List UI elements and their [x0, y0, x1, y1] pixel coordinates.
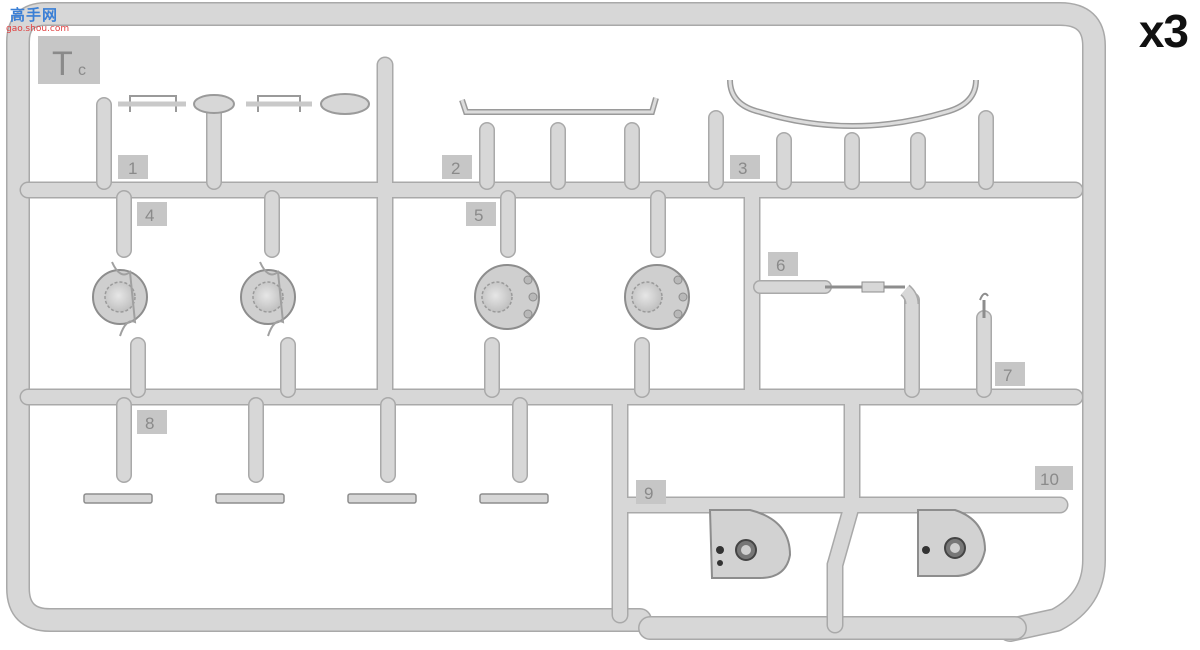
part-8-pins	[83, 493, 549, 504]
svg-text:3: 3	[738, 159, 747, 178]
part-9-block	[708, 509, 792, 579]
svg-text:2: 2	[451, 159, 460, 178]
svg-text:6: 6	[776, 256, 785, 275]
inner-runners	[19, 56, 1084, 634]
part-4-hub-right	[240, 261, 296, 337]
svg-text:10: 10	[1040, 470, 1059, 489]
part-tag-9: 9	[636, 480, 666, 504]
part-1-rods	[118, 93, 370, 115]
part-2-bar	[459, 97, 659, 115]
sprue-code-tab: T c	[38, 36, 100, 84]
part-3-bail	[727, 79, 979, 129]
svg-text:5: 5	[474, 206, 483, 225]
part-5-hub-left	[474, 264, 540, 330]
svg-text:T: T	[52, 45, 73, 83]
svg-text:7: 7	[1003, 366, 1012, 385]
watermark-title: 高手网	[10, 6, 59, 24]
svg-text:9: 9	[644, 484, 653, 503]
part-tag-8: 8	[137, 410, 167, 434]
quantity-label: x3	[1138, 5, 1189, 57]
part-tag-6: 6	[768, 252, 798, 276]
part-tag-2: 2	[442, 155, 472, 179]
watermark-url: gao.shou.com	[6, 24, 70, 34]
part-10-block	[917, 509, 987, 577]
svg-text:8: 8	[145, 414, 154, 433]
part-tag-3: 3	[730, 155, 760, 179]
part-number-tags: 1 2 3 4 5 6 7	[118, 155, 1073, 504]
part-tag-10: 10	[1035, 466, 1073, 490]
gate-stubs	[96, 97, 994, 483]
svg-text:c: c	[78, 62, 86, 79]
part-tag-1: 1	[118, 155, 148, 179]
part-tag-5: 5	[466, 202, 496, 226]
site-watermark-logo: 高手网 gao.shou.com	[6, 4, 76, 38]
part-tag-7: 7	[995, 362, 1025, 386]
part-4-hub-left	[92, 261, 148, 337]
part-tag-4: 4	[137, 202, 167, 226]
part-5-hub-right	[624, 264, 690, 330]
svg-text:4: 4	[145, 206, 154, 225]
part-7-hook	[979, 292, 989, 318]
svg-text:1: 1	[128, 159, 137, 178]
part-6-latch	[825, 281, 919, 305]
